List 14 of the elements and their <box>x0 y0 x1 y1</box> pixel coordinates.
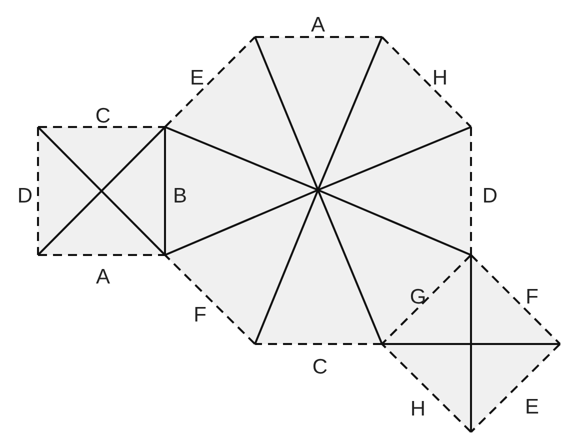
letter-label: A <box>96 266 110 289</box>
letter-label: D <box>17 184 33 208</box>
letter-label: B <box>173 184 187 208</box>
letter-label: C <box>312 356 328 379</box>
letter-label: D <box>482 184 498 208</box>
letter-label: F <box>194 304 206 327</box>
letter-label: E <box>525 396 539 419</box>
letter-label: H <box>432 66 448 90</box>
letter-label: G <box>410 286 426 309</box>
letter-label: F <box>526 286 538 309</box>
letter-label: E <box>190 66 204 90</box>
letter-label: C <box>95 104 111 128</box>
letter-label: A <box>311 14 325 37</box>
letter-label: H <box>410 398 426 421</box>
